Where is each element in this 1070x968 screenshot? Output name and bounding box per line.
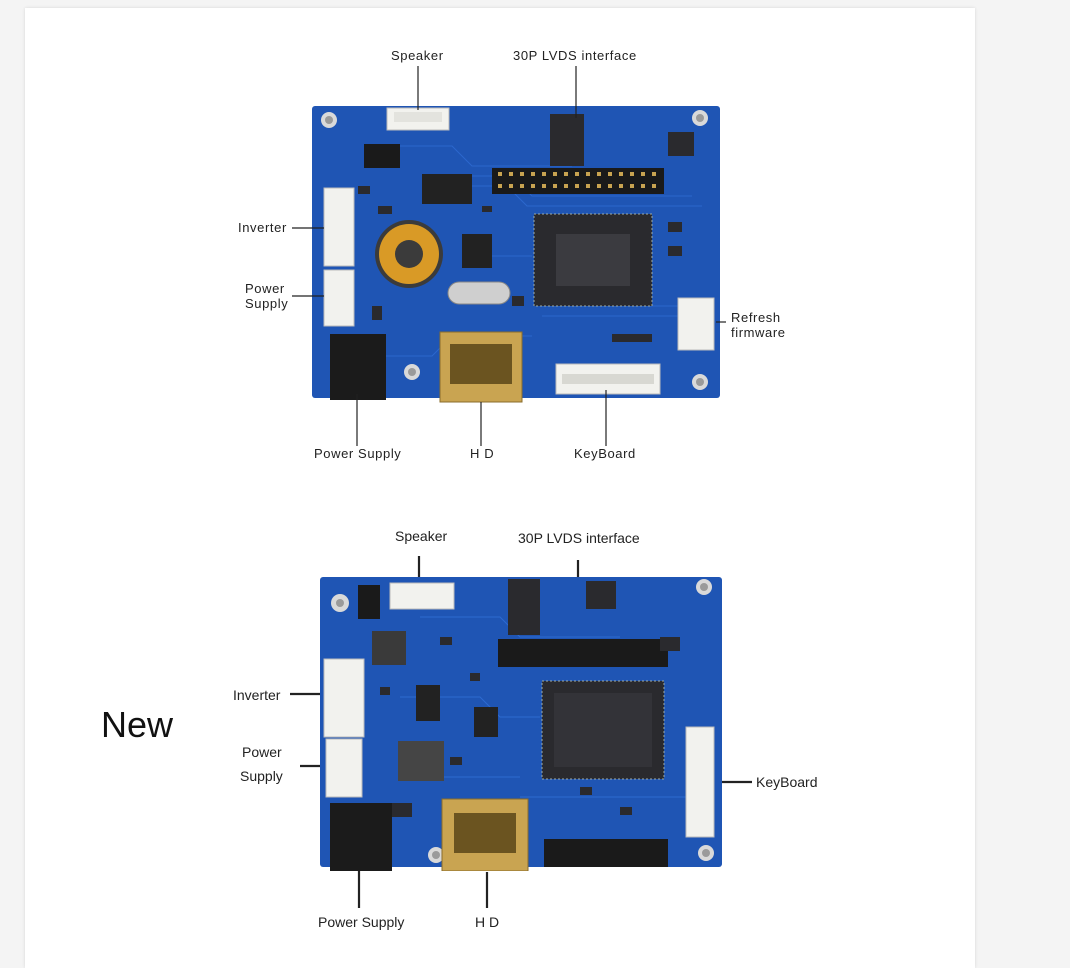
label-hd: H D	[470, 446, 495, 461]
label-keyboard: KeyBoard	[574, 446, 636, 461]
new-label-power-line2: Supply	[240, 768, 283, 784]
label-lvds-interface: 30P LVDS interface	[513, 48, 637, 63]
bottom-board-photo	[320, 577, 724, 871]
label-power-supply-side-line1: Power	[245, 281, 285, 296]
label-speaker: Speaker	[391, 48, 444, 63]
new-label-inverter: Inverter	[233, 687, 281, 703]
label-inverter: Inverter	[238, 220, 287, 235]
new-label: New	[101, 704, 174, 745]
new-label-speaker: Speaker	[395, 528, 448, 544]
top-board-photo	[312, 106, 722, 406]
new-label-power-supply: Power Supply	[318, 914, 405, 930]
label-power-supply-bottom: Power Supply	[314, 446, 402, 461]
new-label-power-line1: Power	[242, 744, 282, 760]
label-refresh-line1: Refresh	[731, 310, 781, 325]
label-power-supply-side-line2: Supply	[245, 296, 289, 311]
new-label-hd: H D	[475, 914, 500, 930]
label-refresh-line2: firmware	[731, 325, 786, 340]
new-label-lvds-interface: 30P LVDS interface	[518, 530, 640, 546]
new-label-keyboard: KeyBoard	[756, 774, 818, 790]
